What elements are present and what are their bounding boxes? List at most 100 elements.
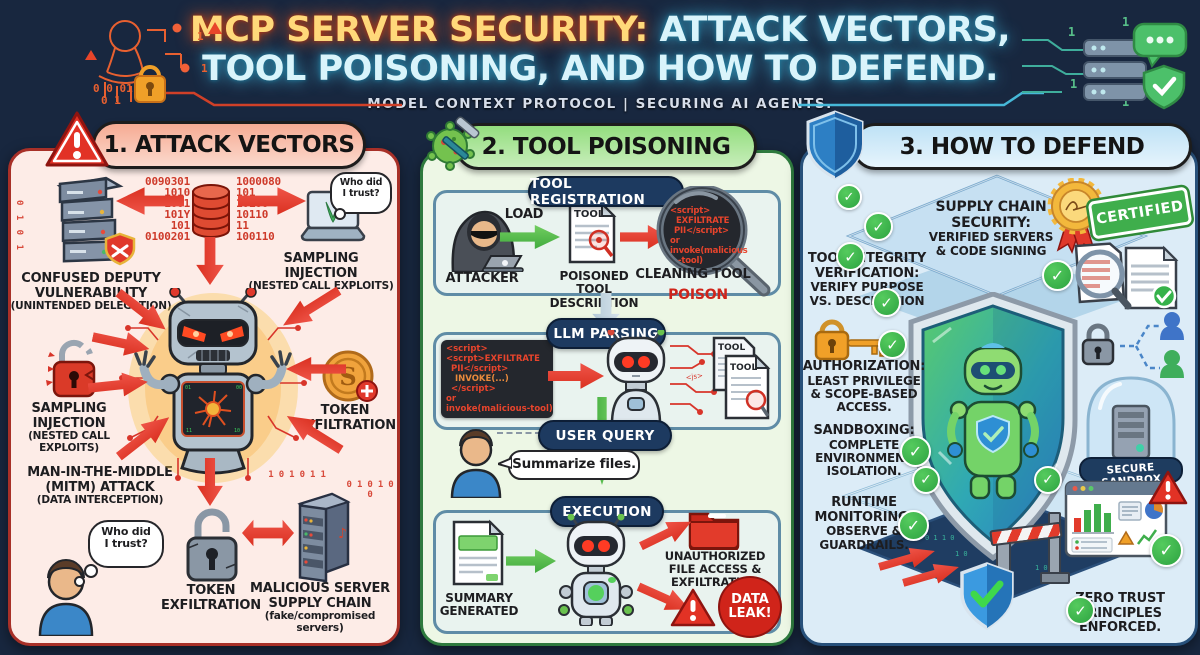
attacker-icon [451,210,524,272]
summary-doc-icon [452,519,505,586]
label-sampling-injection-top: SAMPLING INJECTION (NESTED CALL EXPLOITS… [248,251,394,293]
check-icon: ✓ [836,184,862,210]
red-folder-icon [688,512,740,550]
secure-sandbox-dome-icon [1079,376,1183,483]
execution-robot-icon [558,514,634,626]
label-mitm: MAN-IN-THE-MIDDLE (MITM) ATTACK (DATA IN… [27,465,173,507]
parse-traces-icon: <js> [670,345,717,415]
svg-text:TOOL: TOOL [718,343,745,353]
user-person-icon [450,429,502,498]
main-title-line1: MCP SERVER SECURITY: ATTACK VECTORS, [0,12,1200,49]
scoped-users-icon [1120,312,1184,378]
attack-vectors-header: 1. ATTACK VECTORS [92,121,366,169]
poison-lens-icon [656,186,771,297]
tool-registration-pill: TOOL REGISTRATION [528,176,684,208]
label-cleaning-tool: CLEANING TOOL [635,267,751,282]
label-summary-generated: SUMMARY GENERATED [439,591,519,619]
check-icon: ✓ [864,212,893,241]
secure-servers-icon: 1 1 1 1 [1022,15,1188,110]
label-tool-integrity: TOOL INTEGRITY VERIFICATION: VERIFY PURP… [807,251,927,308]
svg-text:1: 1 [1122,15,1129,29]
access-lock-icon [1081,323,1115,366]
title-accent: MCP SERVER SECURITY: [189,10,648,50]
speech-bubble: Summarize files. [508,450,640,480]
label-unauthorized: UNAUTHORIZED FILE ACCESS & EXFILTRATION [664,549,766,589]
svg-text:TOOL: TOOL [730,363,757,373]
lock-key-icon [814,319,886,361]
svg-text:1: 1 [1068,25,1075,39]
check-icon: ✓ [1034,466,1062,494]
check-icon: ✓ [1066,596,1095,625]
title-rest: ATTACK VECTORS, [647,10,1011,50]
thought-dot-3 [74,576,85,587]
label-poison: POISON [668,287,728,303]
svg-text:0 0 01: 0 0 01 [93,82,133,95]
thought-dot [334,208,346,220]
svg-text:00: 00 [236,385,242,391]
server-tower-icon: ♪ [297,492,351,583]
chat-bubble-icon [1132,22,1188,68]
check-icon: ✓ [912,466,940,494]
svg-text:1 0: 1 0 [955,550,968,558]
tool-docs-icon: TOOL TOOL [712,336,771,420]
label-load: LOAD [504,207,544,222]
gray-lock-icon [186,508,238,582]
dashboard-icon [1064,480,1168,558]
label-runtime-monitoring: RUNTIME MONITORING: OBSERVE & GUARDRAILS… [814,495,914,552]
binary-tower-b: 0 1 0 1 0 0 [346,480,394,501]
warning-triangle-icon [45,111,109,167]
leak-warning-icon [670,588,716,627]
tool-poisoning-header: 2. TOOL POISONING [455,123,757,170]
label-malicious-supply-chain: MALICIOUS SERVER SUPPLY CHAIN (fake/comp… [250,581,390,634]
doc-magnifier-icon [1074,242,1132,310]
how-to-defend-header: 3. HOW TO DEFEND [852,123,1192,170]
subtitle: MODEL CONTEXT PROTOCOL | SECURING AI AGE… [367,96,833,112]
shield-check-icon [1142,64,1186,110]
label-token-exfiltration-bottom: TOKEN EXFILTRATION [161,583,261,613]
broken-lock-icon [46,339,96,398]
server-stack-icon [56,176,136,266]
binary-tower-a: 1 0 1 0 1 1 [268,470,326,480]
breach-shield-icon [104,232,136,266]
dashboard-warning-icon [1148,470,1188,505]
attack-vectors-title: 1. ATTACK VECTORS [103,132,355,158]
how-to-defend-title: 3. HOW TO DEFEND [899,133,1145,160]
lens-code: <script> EXFILTRATE PII</script> or invo… [670,206,748,267]
check-icon: ✓ [878,330,907,359]
label-zero-trust: ZERO TRUST PRINCIPLES ENFORCED. [1075,591,1165,636]
svg-text:01: 01 [185,385,191,391]
virus-screwdriver-icon [426,116,480,171]
token-coin-icon: S [322,350,378,402]
check-icon: ✓ [898,510,929,541]
svg-text:1: 1 [1122,95,1129,109]
main-title-line2: TOOL POISONING, AND HOW TO DEFEND. [202,49,998,89]
label-supply-chain-security: SUPPLY CHAIN SECURITY: VERIFIED SERVERS … [928,199,1054,258]
label-sandboxing: SANDBOXING: COMPLETE ENVIRONMENT ISOLATI… [813,423,915,479]
code-block: <script> <scrpt>EXFILTRATE PII</script> … [441,340,553,418]
lock-icon [134,65,166,103]
check-icon: ✓ [1042,260,1073,291]
speech-tail [498,456,512,470]
verified-shield-icon [960,562,1014,630]
check-icon: ✓ [900,436,931,467]
label-poisoned-tool: POISONED TOOL DESCRIPTION [549,269,639,310]
label-attacker: ATTACKER [445,271,519,286]
user-query-pill: USER QUERY [538,420,672,451]
svg-text:TOOL: TOOL [574,209,605,220]
svg-text:1: 1 [1070,77,1077,91]
label-token-exfiltration-right: TOKEN EXFILTRATION [296,403,396,433]
check-icon: ✓ [836,242,865,271]
user-connector [497,432,541,434]
person-icon [38,559,94,636]
hacker-circuit-icon: 11 0 0 010 1 [85,20,222,107]
llm-robot-icon [606,330,666,424]
tool-poisoning-title: 2. TOOL POISONING [481,133,731,160]
svg-text:1 0 1: 1 0 1 [1035,564,1056,572]
doc-check-icon [1124,245,1179,310]
